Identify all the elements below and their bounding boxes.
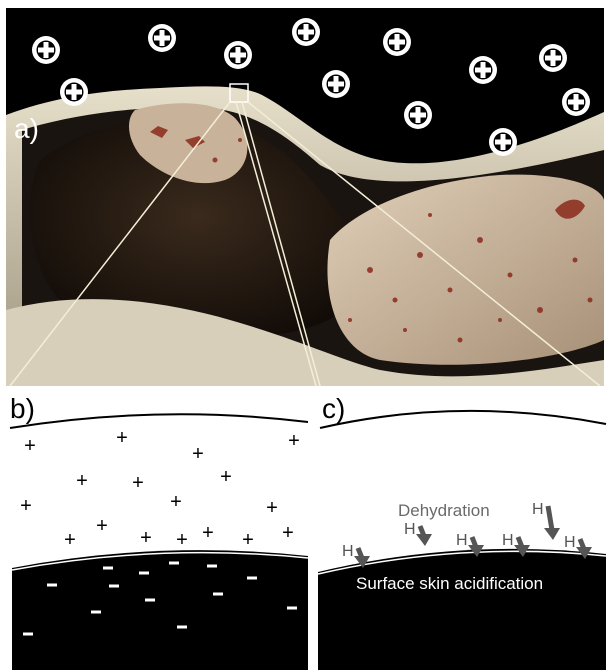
hydrogen-ion-arrow: H <box>404 521 432 546</box>
svg-text:H: H <box>532 501 544 518</box>
positive-ion: + <box>170 491 182 513</box>
negative-ion <box>109 585 119 588</box>
positive-ion: + <box>192 443 204 465</box>
positive-ion: + <box>140 527 152 549</box>
positive-ion: + <box>282 522 294 544</box>
panel-divider <box>308 392 318 670</box>
svg-text:H: H <box>404 521 416 538</box>
panel-b: b) +++++++++++++++++ <box>10 393 308 670</box>
positive-charge-icon <box>60 78 88 106</box>
positive-charge-icon <box>224 41 252 69</box>
positive-ion: + <box>116 427 128 449</box>
surface-acidification-label: Surface skin acidification <box>356 574 543 593</box>
positive-charge-icon <box>292 18 320 46</box>
panel-a-label: a) <box>14 113 39 144</box>
negative-ion <box>247 577 257 580</box>
dehydration-label: Dehydration <box>398 501 490 520</box>
positive-ion: + <box>242 529 254 551</box>
positive-charge-icon <box>404 101 432 129</box>
negative-ion <box>169 562 179 565</box>
positive-charge-icon <box>489 128 517 156</box>
svg-text:H: H <box>502 532 514 549</box>
negative-ion <box>287 607 297 610</box>
positive-ion: + <box>24 435 36 457</box>
negative-ion <box>177 626 187 629</box>
panel-c-shroud-line <box>320 411 606 428</box>
panel-c: c) Dehydration H H H H H H Surface skin acidi… <box>318 393 606 670</box>
panel-b-skin <box>12 550 308 670</box>
positive-charge-icon <box>32 36 60 64</box>
positive-ion: + <box>20 495 32 517</box>
positive-ion: + <box>132 472 144 494</box>
positive-charge-icon <box>539 44 567 72</box>
svg-text:H: H <box>456 532 468 549</box>
positive-ion: + <box>266 497 278 519</box>
positive-ion: + <box>96 515 108 537</box>
panel-a: a) <box>6 8 604 386</box>
negative-ion <box>47 584 57 587</box>
positive-charge-icon <box>148 24 176 52</box>
negative-ion <box>213 593 223 596</box>
svg-text:H: H <box>564 534 576 551</box>
hydrogen-ion-arrow: H <box>532 501 560 540</box>
negative-ion <box>207 565 217 568</box>
positive-charge-icon <box>562 88 590 116</box>
negative-ion <box>103 567 113 570</box>
panel-b-label: b) <box>10 393 35 424</box>
positive-ion: + <box>288 430 300 452</box>
negative-ion <box>91 611 101 614</box>
svg-text:H: H <box>342 543 354 560</box>
panel-b-positive-ions: +++++++++++++++++ <box>20 427 300 551</box>
panel-b-shroud-line <box>10 414 308 428</box>
positive-ion: + <box>202 522 214 544</box>
positive-ion: + <box>220 466 232 488</box>
panel-c-skin <box>318 549 606 670</box>
positive-ion: + <box>76 470 88 492</box>
positive-ion: + <box>64 529 76 551</box>
positive-charge-icon <box>469 56 497 84</box>
panel-c-label: c) <box>322 393 345 424</box>
negative-ion <box>145 599 155 602</box>
negative-ion <box>139 572 149 575</box>
positive-charge-icon <box>383 28 411 56</box>
positive-charge-icon <box>322 70 350 98</box>
positive-ion: + <box>176 529 188 551</box>
negative-ion <box>23 633 33 636</box>
